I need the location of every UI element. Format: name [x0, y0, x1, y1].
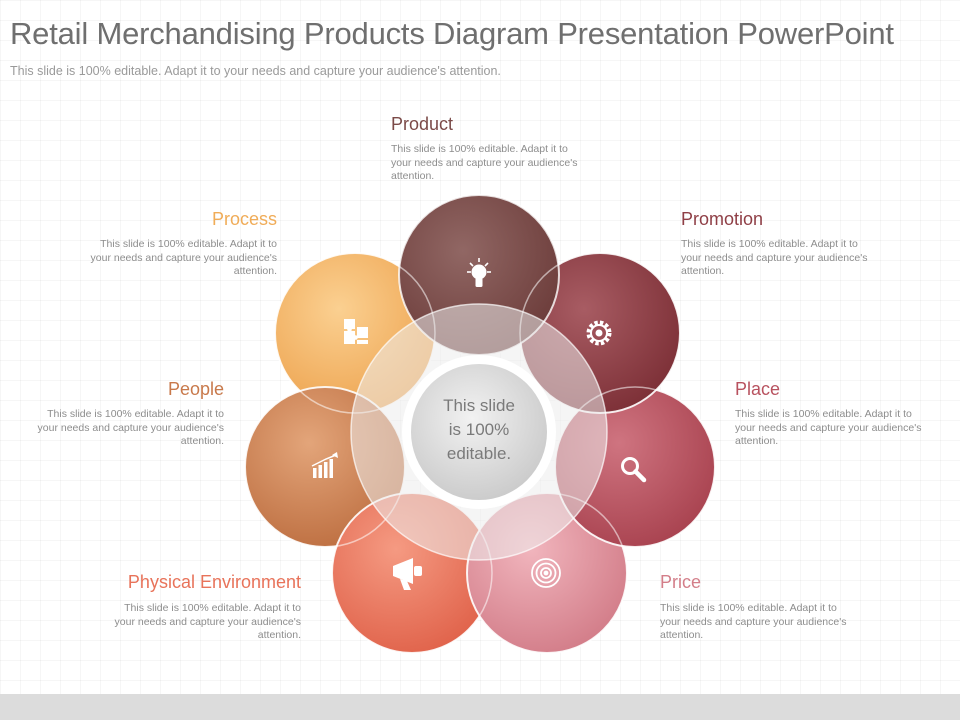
- desc-physical-environment: This slide is 100% editable. Adapt it to…: [114, 602, 301, 641]
- megaphone-icon: [393, 558, 422, 590]
- gear-icon: [586, 320, 612, 346]
- desc-product: This slide is 100% editable. Adapt it to…: [391, 143, 578, 182]
- footer-bar: [0, 694, 960, 720]
- puzzle-icon: [344, 319, 368, 344]
- label-product: Product: [391, 114, 454, 134]
- label-process: Process: [211, 209, 277, 229]
- center-text-line-3: editable.: [446, 444, 512, 463]
- center-text-line-1: This slide: [443, 396, 515, 415]
- label-place: Place: [735, 379, 781, 399]
- label-price: Price: [660, 572, 702, 592]
- label-promotion: Promotion: [681, 209, 764, 229]
- desc-people: This slide is 100% editable. Adapt it to…: [37, 408, 224, 447]
- page-title: Retail Merchandising Products Diagram Pr…: [10, 16, 894, 51]
- target-icon: [531, 558, 561, 588]
- label-people: People: [167, 379, 224, 399]
- desc-promotion: This slide is 100% editable. Adapt it to…: [681, 238, 868, 277]
- label-physical-environment: Physical Environment: [127, 572, 301, 592]
- bar-chart-icon: [311, 452, 338, 478]
- desc-place: This slide is 100% editable. Adapt it to…: [735, 408, 922, 447]
- center-hub: [411, 364, 547, 500]
- magnifier-icon: [621, 457, 647, 483]
- center-text: This slide is 100% editable.: [418, 394, 540, 466]
- page-subtitle: This slide is 100% editable. Adapt it to…: [10, 64, 501, 78]
- center-text-line-2: is 100%: [448, 420, 510, 439]
- desc-price: This slide is 100% editable. Adapt it to…: [660, 602, 847, 641]
- desc-process: This slide is 100% editable. Adapt it to…: [90, 238, 277, 277]
- lightbulb-icon: [467, 258, 491, 287]
